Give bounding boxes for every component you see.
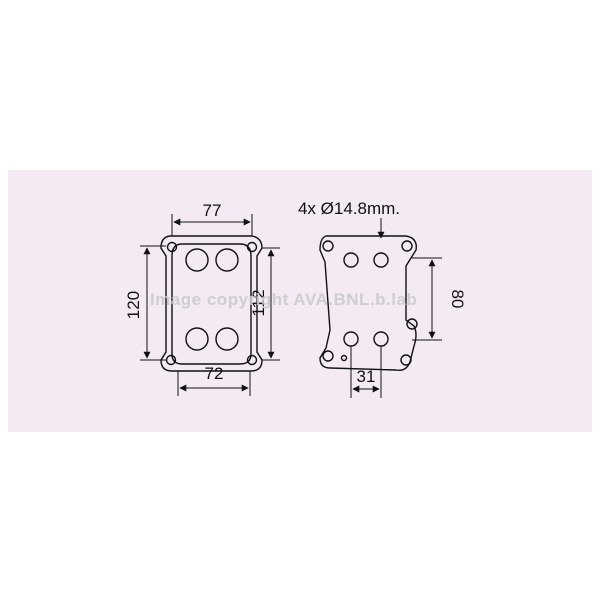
port-bottom-right [215, 327, 239, 351]
port-callout-label: 4x Ø14.8mm. [298, 199, 400, 218]
side-bolt-bottom-left [322, 350, 334, 362]
dim-label-112: 112 [249, 289, 268, 316]
bolt-hole-top-right [246, 241, 258, 253]
side-bolt-bottom-right [400, 354, 412, 366]
side-port-bottom-left [343, 331, 359, 347]
dim-label-120: 120 [124, 291, 143, 319]
port-top-left [185, 248, 209, 272]
bolt-hole-bottom-right [246, 354, 258, 366]
port-bottom-left [185, 327, 209, 351]
side-port-bottom-right [373, 331, 389, 347]
bolt-hole-top-left [166, 241, 178, 253]
front-outer-outline [160, 235, 263, 372]
side-bolt-top-left [322, 240, 334, 252]
drawing-background [8, 170, 592, 432]
dim-label-72: 72 [205, 364, 224, 383]
copyright-watermark: Image copyright AVA.BNL.b.lab [150, 290, 417, 309]
side-outline [319, 235, 417, 372]
side-bolt-top-right [401, 240, 413, 252]
side-view: 4x Ø14.8mm. 80 31 [298, 199, 467, 398]
dim-label-80: 80 [448, 290, 467, 309]
bolt-hole-bottom-left [165, 354, 177, 366]
side-port-top-left [343, 252, 359, 268]
dim-label-77: 77 [203, 201, 222, 220]
side-small-hole [340, 354, 348, 362]
side-bolt-mid-right [406, 318, 418, 330]
dim-label-31: 31 [357, 367, 376, 386]
front-view: 77 72 120 112 [124, 201, 280, 396]
port-top-right [215, 248, 239, 272]
side-port-top-right [373, 252, 389, 268]
